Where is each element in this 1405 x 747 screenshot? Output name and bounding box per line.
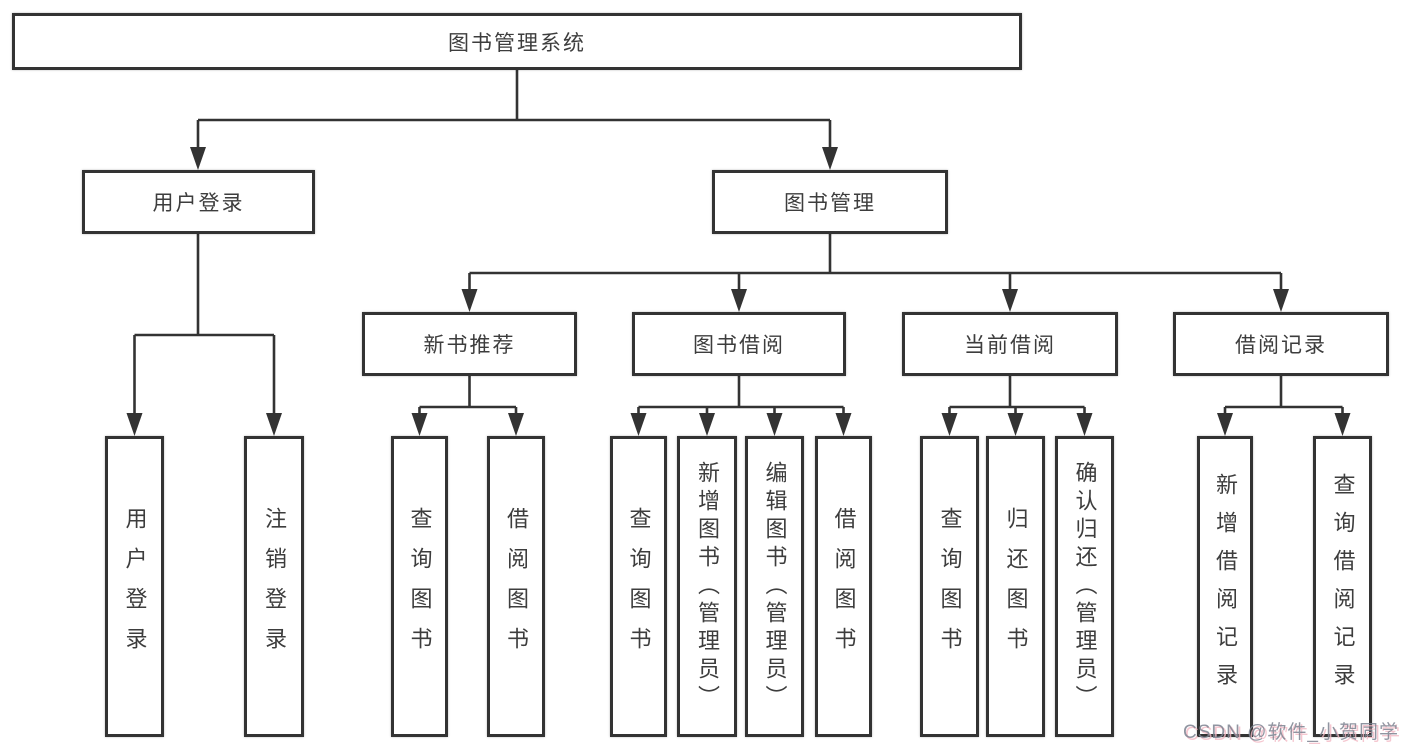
node-label: 借阅记录	[1235, 334, 1327, 357]
leaf-label: 新增借阅记录	[1213, 472, 1238, 701]
node-label: 图书管理	[784, 192, 876, 215]
node-new-book-recommendation: 新书推荐	[362, 312, 577, 376]
leaf-query-borrow-record: 查询借阅记录	[1313, 436, 1372, 737]
leaf-label: 归还图书	[1003, 506, 1029, 667]
leaf-label: 查询借阅记录	[1330, 472, 1356, 701]
node-book-management: 图书管理	[712, 170, 948, 234]
leaf-label: 借阅图书	[504, 506, 529, 667]
node-label: 用户登录	[152, 192, 245, 215]
node-user-login: 用户登录	[82, 170, 315, 234]
node-borrowing-records: 借阅记录	[1173, 312, 1389, 376]
leaf-label: 借阅图书	[831, 506, 857, 667]
leaf-logout: 注销登录	[244, 436, 304, 737]
leaf-label: 编辑图书（管理员）	[762, 460, 788, 713]
leaf-borrow-books-recommend: 借阅图书	[487, 436, 545, 737]
leaf-return-books: 归还图书	[986, 436, 1045, 737]
leaf-edit-books-admin: 编辑图书（管理员）	[745, 436, 804, 737]
node-label: 图书管理系统	[448, 31, 586, 55]
leaf-label: 确认归还（管理员）	[1072, 460, 1098, 713]
leaf-add-books-admin: 新增图书（管理员）	[677, 436, 737, 737]
leaf-query-books-borrowing: 查询图书	[610, 436, 667, 737]
leaf-label: 查询图书	[626, 506, 652, 667]
leaf-user-login: 用户登录	[105, 436, 164, 737]
leaf-label: 新增图书（管理员）	[695, 460, 720, 713]
node-book-borrowing: 图书借阅	[632, 312, 846, 376]
node-label: 新书推荐	[423, 334, 516, 357]
leaf-confirm-return-admin: 确认归还（管理员）	[1055, 436, 1114, 737]
csdn-watermark: CSDN @软件_小贺同学	[1183, 722, 1399, 743]
leaf-borrow-books-borrowing: 借阅图书	[815, 436, 872, 737]
leaf-label: 查询图书	[407, 506, 433, 667]
leaf-query-books-current: 查询图书	[920, 436, 979, 737]
node-label: 当前借阅	[964, 334, 1056, 357]
node-current-borrowing: 当前借阅	[902, 312, 1118, 376]
leaf-query-books-recommend: 查询图书	[391, 436, 448, 737]
leaf-label: 查询图书	[937, 506, 963, 667]
node-label: 图书借阅	[693, 334, 785, 357]
leaf-add-borrow-record: 新增借阅记录	[1197, 436, 1253, 737]
leaf-label: 用户登录	[122, 506, 148, 667]
node-library-management-system: 图书管理系统	[12, 13, 1022, 70]
leaf-label: 注销登录	[262, 506, 287, 667]
